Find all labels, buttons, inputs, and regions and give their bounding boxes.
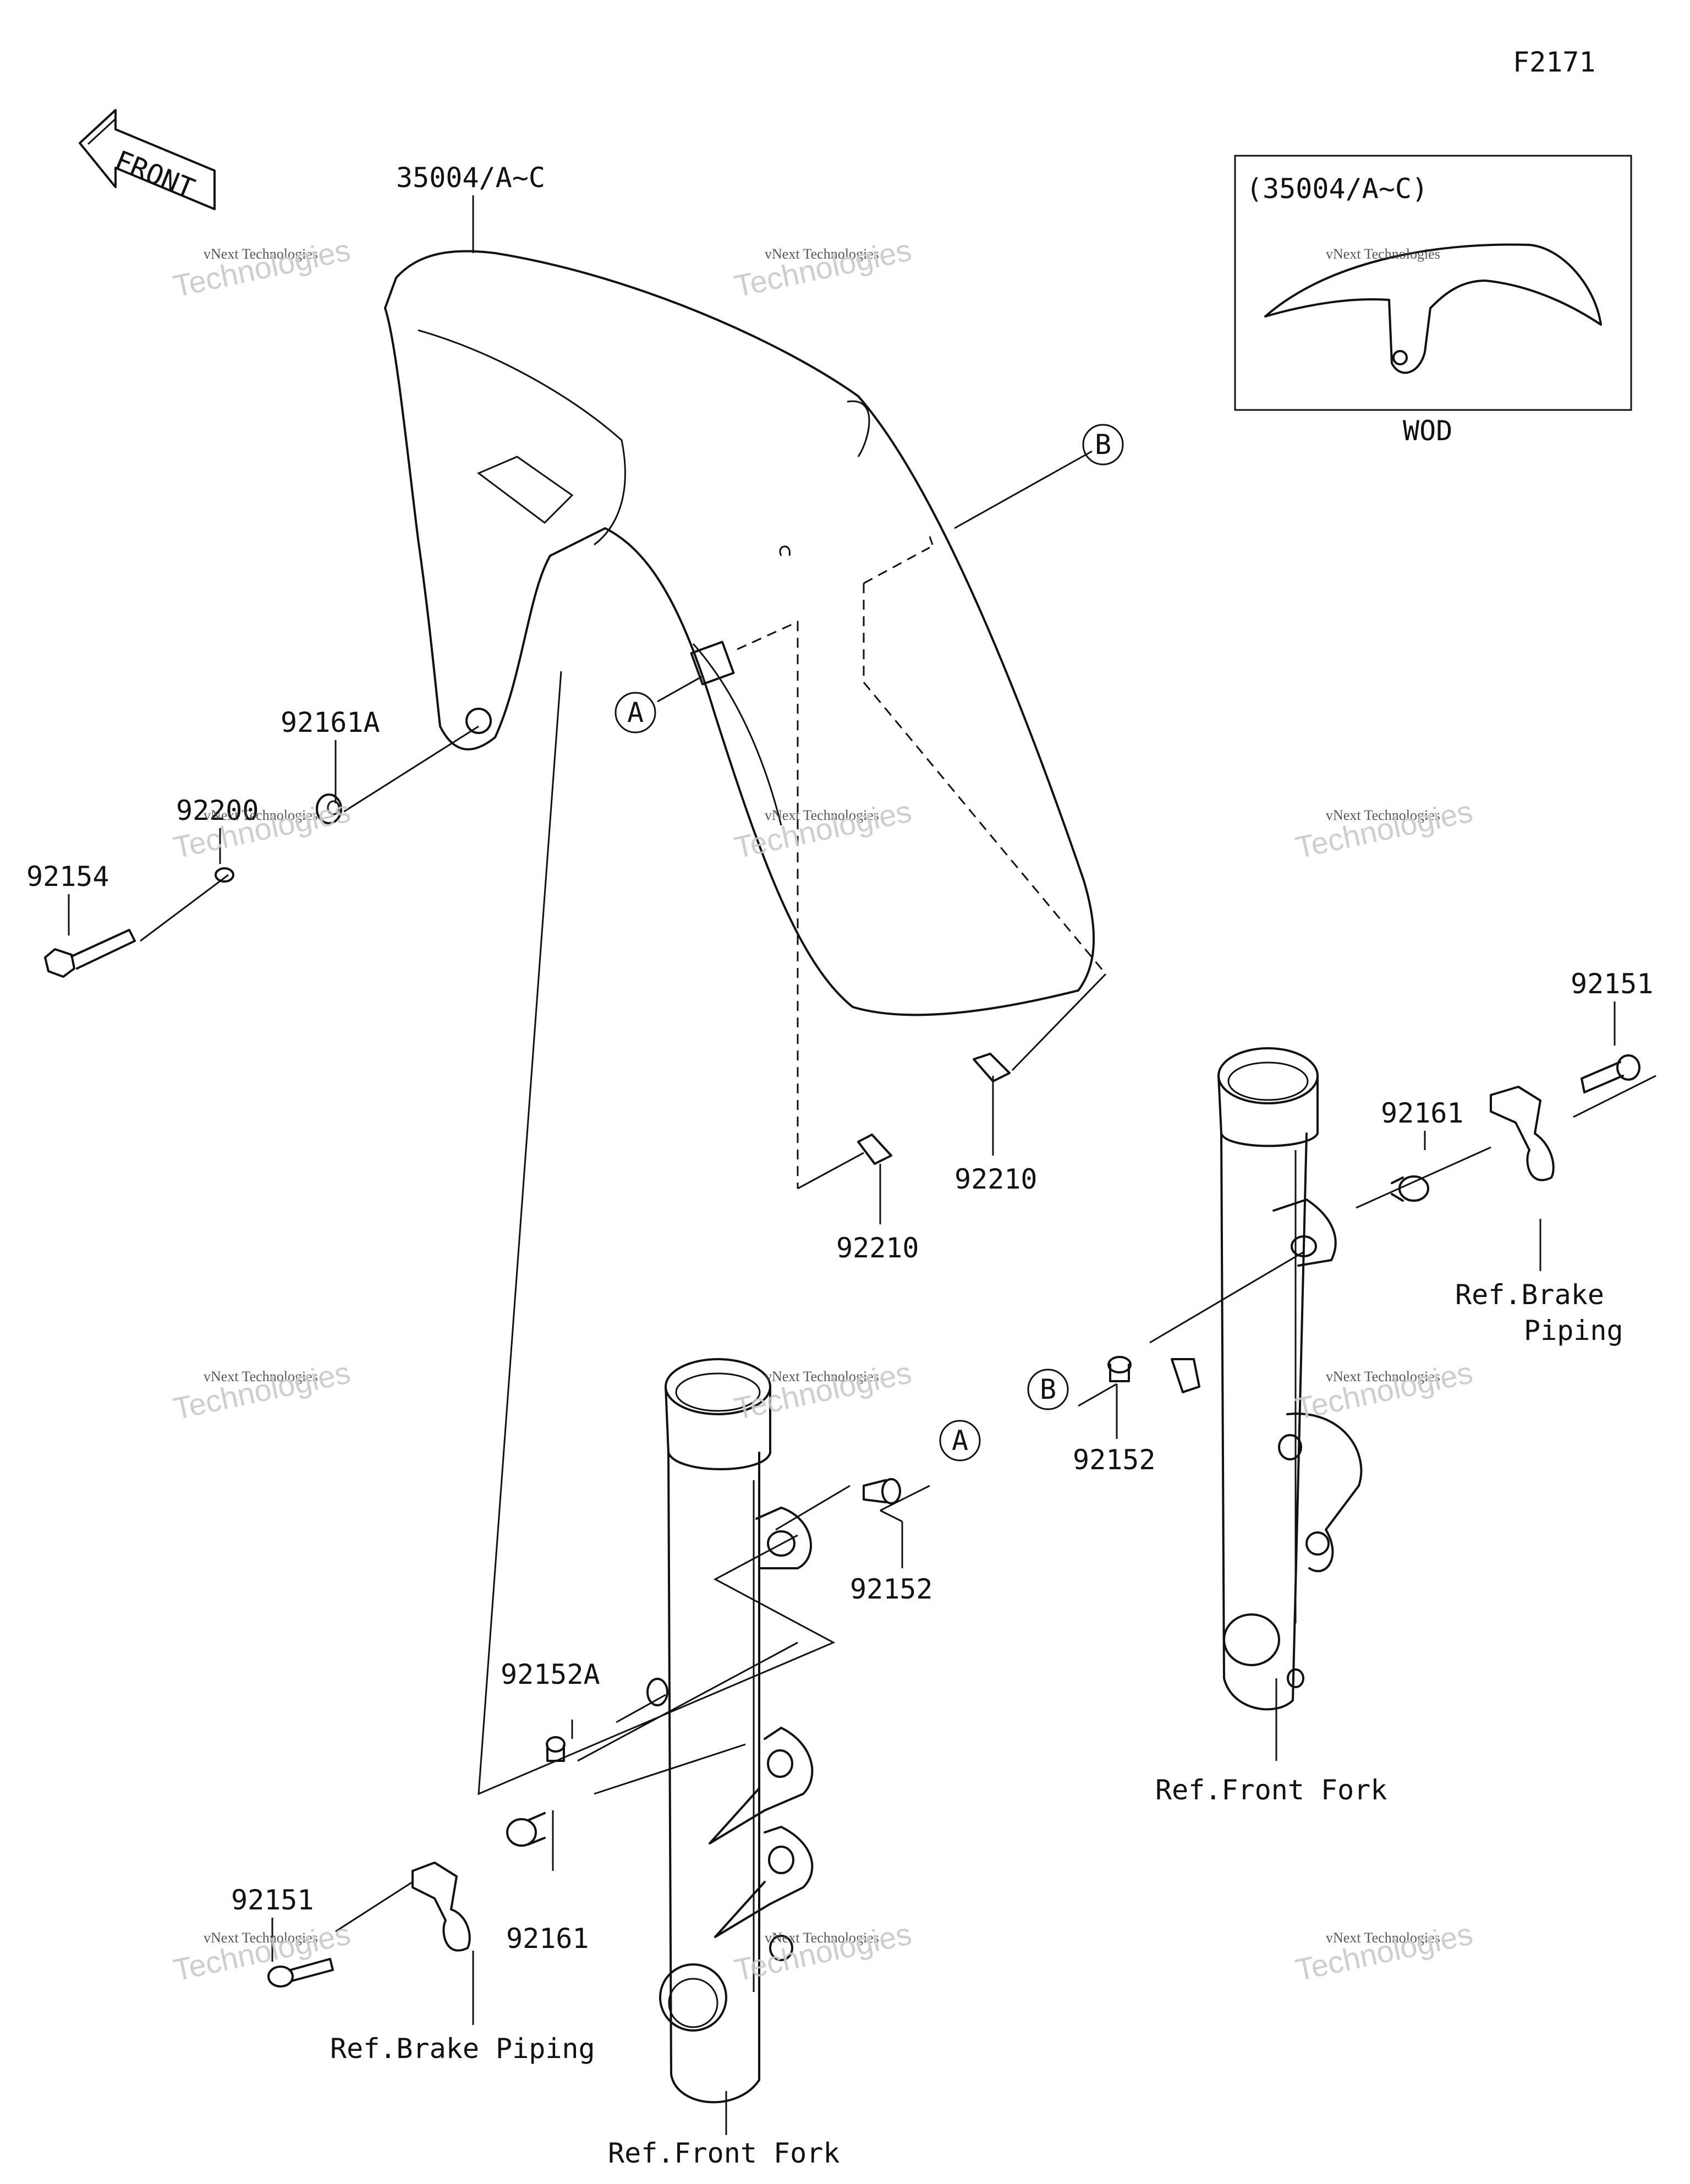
label-clip-nut-right: 92210 — [954, 1163, 1038, 1195]
callout-a-fender: A — [614, 692, 656, 734]
label-bolt-92152-a: 92152 — [850, 1573, 933, 1605]
watermark: vNext Technologies Technologies — [731, 232, 914, 304]
label-bolt-92154: 92154 — [26, 861, 109, 893]
svg-text:vNext Technologies: vNext Technologies — [204, 807, 318, 823]
washer-92200 — [215, 867, 234, 883]
svg-text:Technologies: Technologies — [731, 232, 914, 304]
fender-mount-hole — [465, 708, 492, 734]
figure-code: F2171 — [1513, 46, 1596, 78]
bolt-92154 — [44, 929, 136, 978]
clip-nut-92210-left — [857, 1134, 892, 1165]
bolt-92151-right — [1581, 1054, 1640, 1093]
callout-a-fork: A — [939, 1420, 981, 1462]
label-bolt-92152-b: 92152 — [1073, 1444, 1156, 1476]
svg-text:vNext Technologies: vNext Technologies — [1326, 807, 1440, 823]
watermark: vNext Technologies Technologies — [1292, 793, 1475, 865]
front-fender — [384, 250, 1107, 1189]
label-washer-92200: 92200 — [176, 795, 259, 826]
svg-text:Technologies: Technologies — [1292, 793, 1475, 865]
watermark: vNext Technologies — [1326, 246, 1440, 262]
label-bolt-92151-left: 92151 — [231, 1884, 314, 1916]
watermark-group: vNext Technologies Technologies vNext Te… — [170, 232, 1475, 1988]
svg-text:B: B — [1095, 429, 1111, 461]
svg-text:vNext Technologies: vNext Technologies — [204, 1930, 318, 1946]
svg-text:vNext Technologies: vNext Technologies — [1326, 1930, 1440, 1946]
bolt-92152-a — [863, 1478, 901, 1504]
svg-text:vNext Technologies: vNext Technologies — [204, 246, 318, 262]
svg-text:vNext Technologies: vNext Technologies — [1326, 1369, 1440, 1384]
watermark: vNext Technologies Technologies — [1292, 1355, 1475, 1426]
bolt-92152a — [546, 1736, 566, 1762]
watermark: vNext Technologies Technologies — [170, 232, 353, 304]
label-brake-piping-right-2: Piping — [1524, 1315, 1623, 1346]
label-collar-92161a: 92161A — [281, 707, 380, 738]
collar-92161-right — [1391, 1175, 1429, 1202]
svg-text:Technologies: Technologies — [170, 1355, 353, 1426]
fender-tab-a — [690, 641, 735, 686]
label-front-fork-left: Ref.Front Fork — [608, 2137, 839, 2169]
watermark: vNext Technologies Technologies — [170, 1916, 353, 1988]
clip-nut-92210-right — [973, 1053, 1011, 1082]
label-fender: 35004/A~C — [396, 162, 545, 194]
inset-fender-drawing — [1264, 243, 1602, 374]
watermark: vNext Technologies Technologies — [170, 1355, 353, 1426]
front-fork-left — [646, 1358, 814, 2104]
inset-frame — [1234, 155, 1632, 411]
bolt-92152-b — [1107, 1356, 1132, 1382]
svg-text:Technologies: Technologies — [1292, 1355, 1475, 1426]
svg-text:vNext Technologies: vNext Technologies — [765, 807, 879, 823]
label-clip-nut-left: 92210 — [836, 1232, 919, 1264]
inset-variant-box: (35004/A~C) WOD — [1234, 155, 1632, 447]
svg-text:Technologies: Technologies — [731, 1355, 914, 1426]
front-direction-arrow: FRONT — [79, 109, 216, 210]
svg-text:Technologies: Technologies — [170, 232, 353, 304]
svg-text:B: B — [1040, 1373, 1056, 1405]
brake-clamp-left — [411, 1862, 471, 1952]
label-brake-piping-right-1: Ref.Brake — [1455, 1279, 1604, 1311]
svg-text:vNext Technologies: vNext Technologies — [204, 1369, 318, 1384]
watermark: vNext Technologies Technologies — [1292, 1916, 1475, 1988]
brake-clamp-right — [1490, 1086, 1555, 1181]
bolt-92151-left — [267, 1958, 334, 1988]
inset-variant-label: WOD — [1403, 415, 1452, 447]
front-fork-right — [1171, 1047, 1363, 1711]
label-collar-92161-left: 92161 — [506, 1923, 589, 1955]
svg-text:vNext Technologies: vNext Technologies — [1326, 246, 1440, 262]
svg-text:vNext Technologies: vNext Technologies — [765, 1369, 879, 1384]
label-front-fork-right: Ref.Front Fork — [1155, 1774, 1387, 1806]
svg-text:A: A — [627, 697, 644, 729]
watermark: vNext Technologies Technologies — [731, 793, 914, 865]
watermark: vNext Technologies Technologies — [731, 1355, 914, 1426]
front-label: FRONT — [111, 144, 199, 205]
label-collar-92161-right: 92161 — [1381, 1097, 1464, 1129]
label-brake-piping-left: Ref.Brake Piping — [330, 2033, 595, 2065]
svg-text:A: A — [952, 1425, 968, 1457]
svg-text:Technologies: Technologies — [170, 1916, 353, 1988]
svg-text:Technologies: Technologies — [731, 793, 914, 865]
svg-text:vNext Technologies: vNext Technologies — [765, 246, 879, 262]
label-bolt-92152a: 92152A — [501, 1658, 600, 1690]
svg-text:vNext Technologies: vNext Technologies — [765, 1930, 879, 1946]
callout-b-fender: B — [1082, 424, 1124, 466]
collar-92161-left — [506, 1812, 546, 1847]
callout-b-fork: B — [1027, 1369, 1069, 1410]
inset-mount-hole — [1392, 350, 1408, 365]
inset-caption: (35004/A~C) — [1246, 173, 1428, 205]
svg-text:Technologies: Technologies — [1292, 1916, 1475, 1988]
collar-92161a — [316, 793, 342, 824]
label-bolt-92151-right: 92151 — [1571, 968, 1654, 1000]
